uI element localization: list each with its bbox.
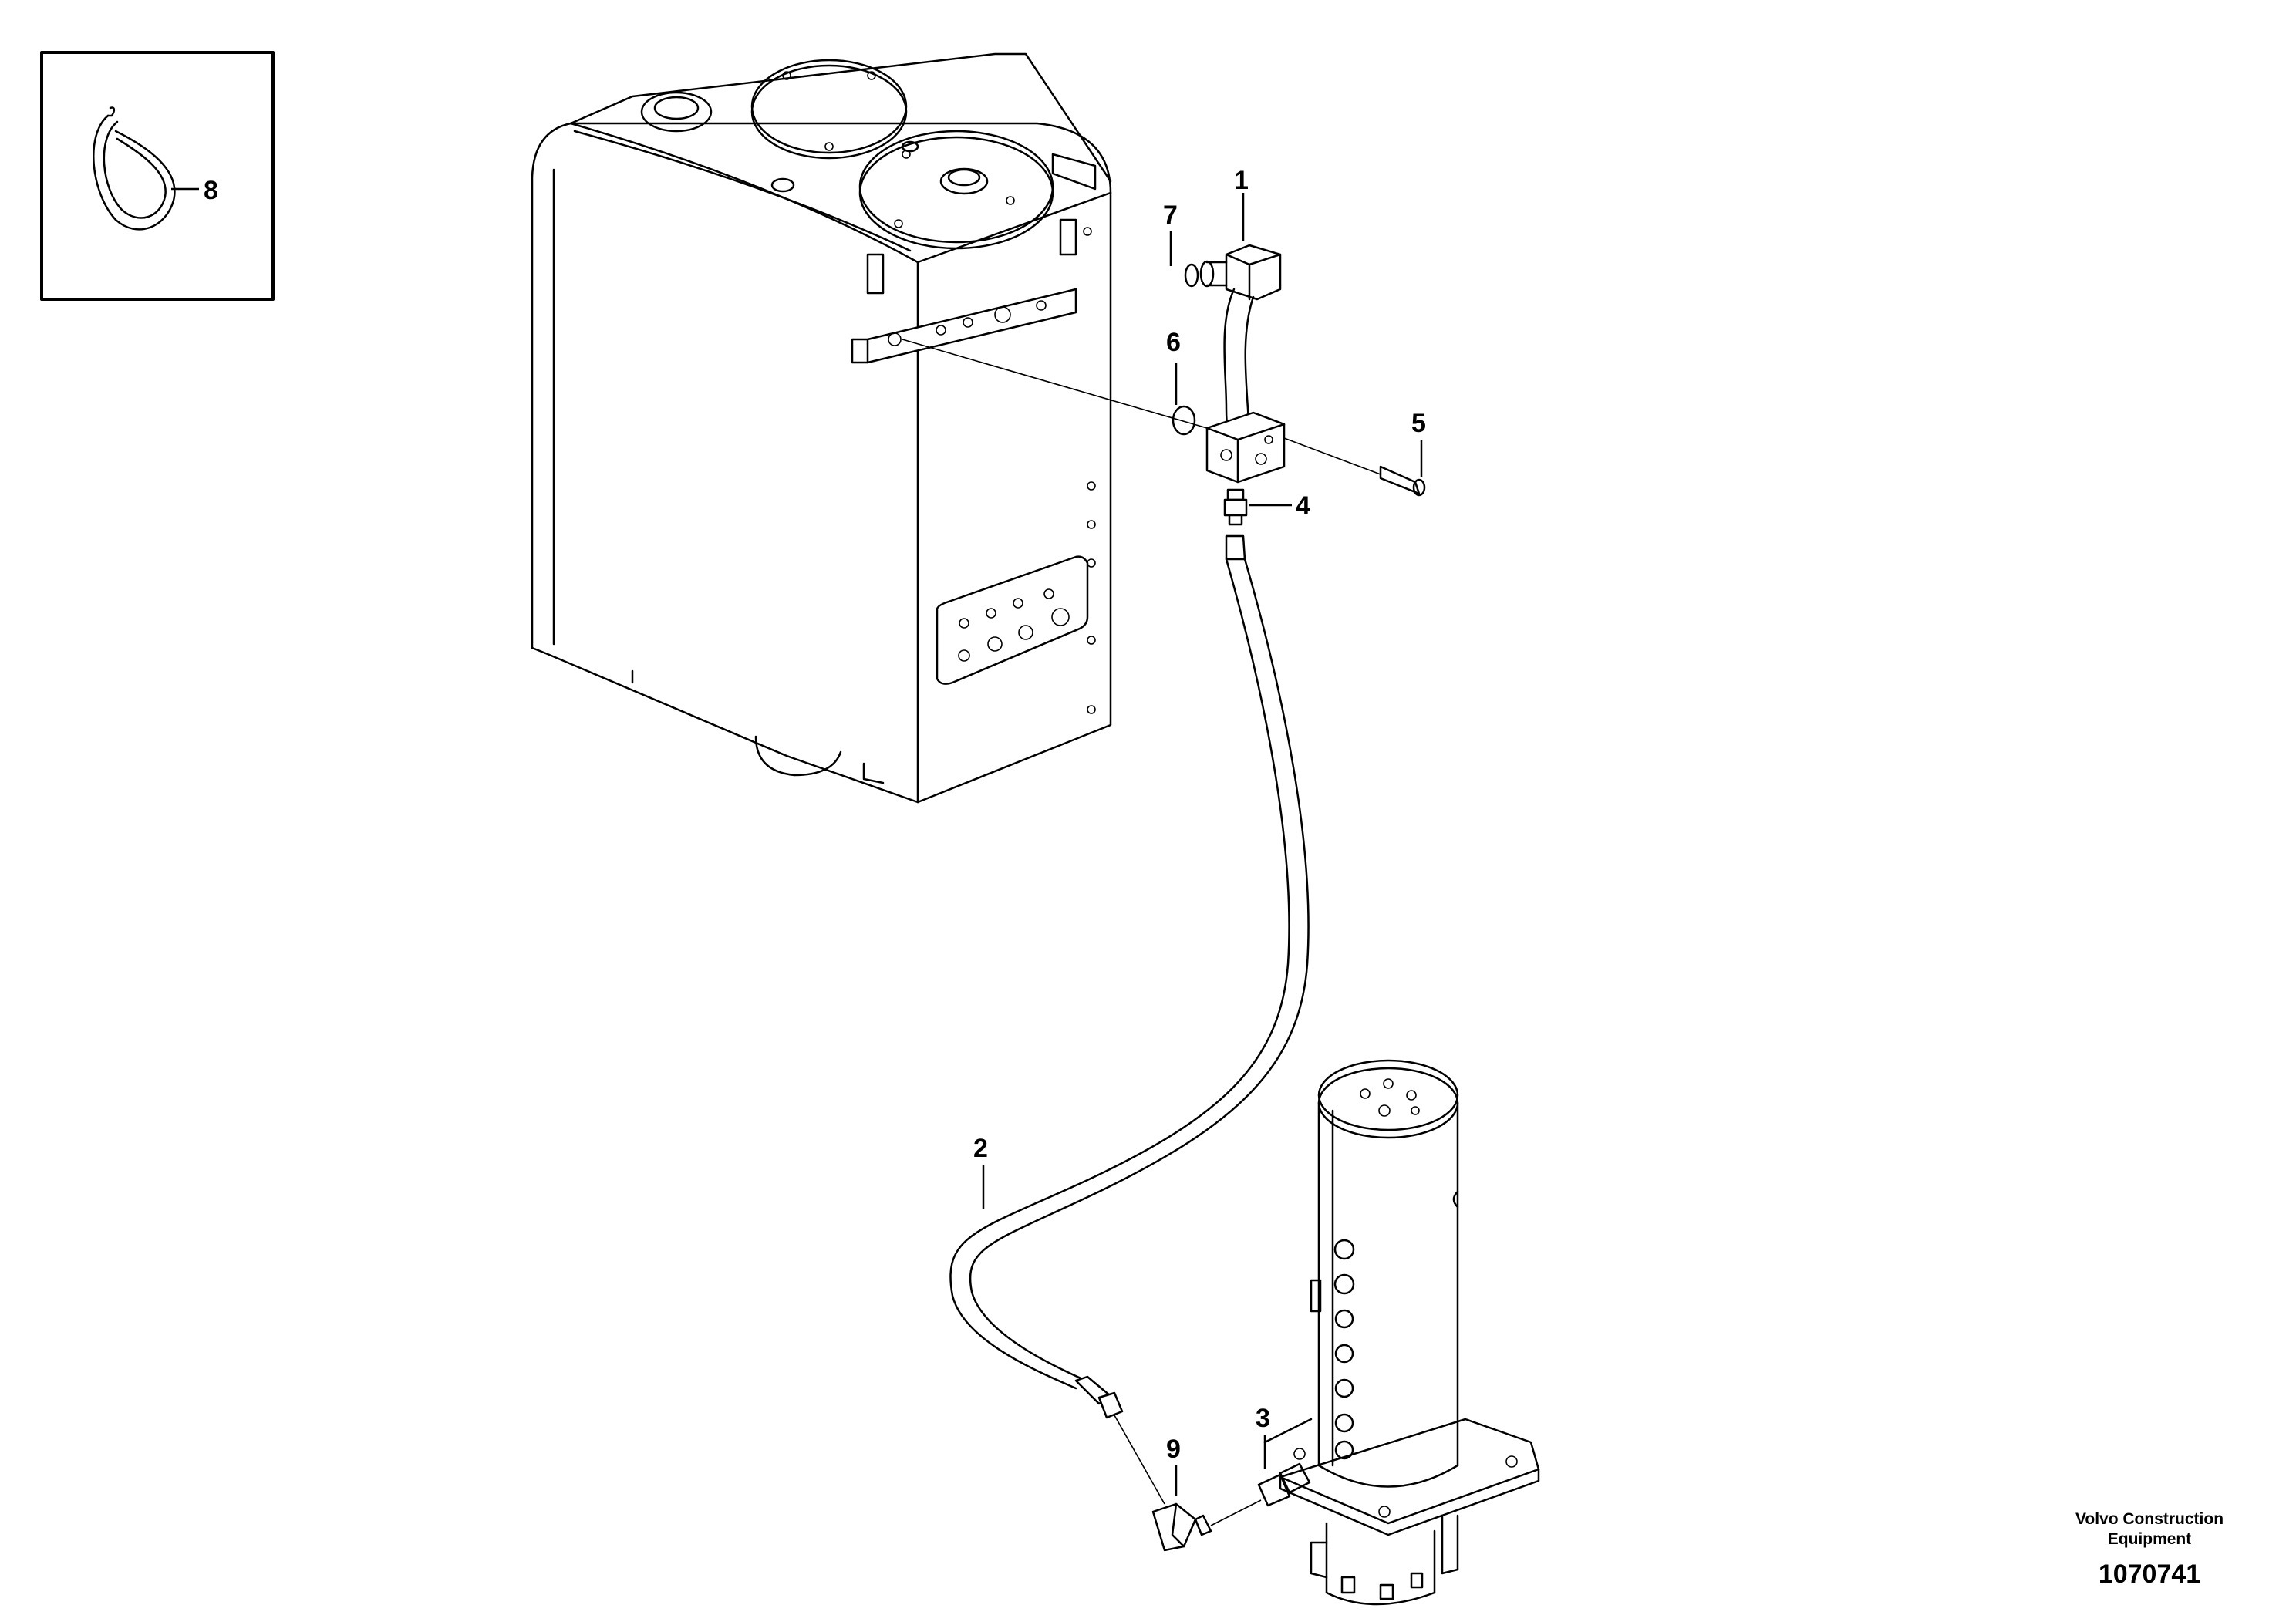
callout-2: 2 <box>973 1134 988 1163</box>
callout-9: 9 <box>1166 1435 1181 1464</box>
brand-line-2: Equipment <box>2108 1530 2192 1548</box>
valve-block <box>1205 411 1286 484</box>
adapter-part-4: 4 <box>1223 488 1310 526</box>
pipe-elbow-part-1 <box>1199 244 1282 460</box>
callout-4: 4 <box>1296 491 1310 521</box>
inset-cable-tie: 8 <box>40 51 275 301</box>
brand-line-1: Volvo Construction <box>2075 1510 2224 1528</box>
callout-6: 6 <box>1166 328 1181 357</box>
callout-8: 8 <box>204 176 218 205</box>
bolt-part-5: 5 <box>1379 409 1426 497</box>
callout-5: 5 <box>1411 409 1426 438</box>
document-number: 1070741 <box>2099 1560 2200 1589</box>
o-ring-part-6: 6 <box>1166 328 1196 436</box>
elbow-fitting-part-9: 9 <box>1151 1435 1212 1552</box>
hose-part-2: 2 <box>949 534 1310 1419</box>
callout-3: 3 <box>1256 1404 1270 1433</box>
hydraulic-tank <box>531 52 1112 804</box>
swivel-joint <box>1263 1059 1540 1606</box>
callout-1: 1 <box>1234 166 1249 195</box>
o-ring-part-7: 7 <box>1163 201 1199 288</box>
callout-7: 7 <box>1163 201 1178 230</box>
